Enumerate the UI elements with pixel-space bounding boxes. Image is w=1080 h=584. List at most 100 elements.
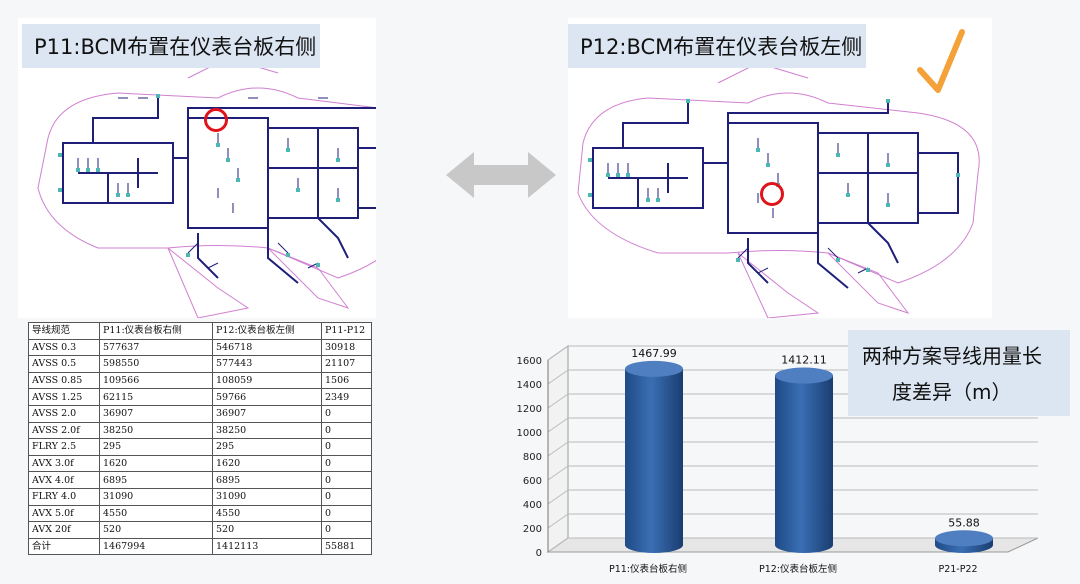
- data-label: 55.88: [948, 516, 980, 529]
- table-header-row: 导线规范 P11:仪表台板右侧 P12:仪表台板左侧 P11-P12: [28, 322, 372, 340]
- table-cell: 62115: [99, 388, 213, 406]
- table-cell: 109566: [99, 371, 213, 390]
- table-cell: 30918: [321, 338, 372, 357]
- table-cell: AVX 5.0f: [28, 504, 100, 523]
- table-cell: 59766: [212, 388, 322, 406]
- x-tick-label: P11:仪表台板右侧: [609, 563, 687, 575]
- gridline-side: [547, 537, 569, 553]
- data-label: 1467.99: [631, 347, 677, 360]
- right-wiring-diagram: [577, 62, 980, 319]
- table-cell: 598550: [99, 355, 213, 373]
- header-cell: 导线规范: [28, 322, 100, 340]
- x-tick-label: P12:仪表台板左侧: [759, 563, 837, 575]
- table-cell: AVSS 0.3: [28, 338, 100, 357]
- table-cell: 295: [99, 438, 213, 456]
- gridline-side: [547, 345, 569, 361]
- left-diagram-frame: [18, 18, 424, 319]
- header-cell: P11:仪表台板右侧: [99, 322, 213, 340]
- y-tick-label: 0: [536, 548, 542, 559]
- table-cell: 0: [321, 404, 372, 423]
- table-cell: 0: [321, 454, 372, 473]
- table-cell: AVSS 0.5: [28, 355, 100, 373]
- y-tick-label: 1000: [517, 428, 542, 439]
- wire-length-chart: 020040060080010001200140016001467.99P11:…: [517, 345, 1039, 575]
- table-cell: AVX 4.0f: [28, 471, 100, 489]
- table-cell: 4550: [212, 504, 322, 523]
- y-tick-label: 200: [523, 524, 542, 535]
- table-cell: 1412113: [212, 537, 322, 556]
- header-cell: P11-P12: [321, 322, 372, 340]
- table-cell: 577443: [212, 355, 322, 373]
- wire-spec-table: 导线规范 P11:仪表台板右侧 P12:仪表台板左侧 P11-P12 AVSS …: [28, 322, 372, 556]
- table-cell: 1506: [321, 371, 372, 390]
- table-cell: AVSS 1.25: [28, 388, 100, 406]
- table-cell: 0: [321, 521, 372, 539]
- table-cell: 1620: [212, 454, 322, 473]
- y-tick-label: 1200: [517, 404, 542, 415]
- table-cell: 1467994: [99, 537, 213, 556]
- table-cell: 520: [212, 521, 322, 539]
- table-cell: 108059: [212, 371, 322, 390]
- table-cell: AVSS 2.0f: [28, 421, 100, 440]
- header-cell: P12:仪表台板左侧: [212, 322, 322, 340]
- table-cell: 2349: [321, 388, 372, 406]
- table-cell: 6895: [212, 471, 322, 489]
- table-cell: 0: [321, 471, 372, 489]
- table-cell: 520: [99, 521, 213, 539]
- table-cell: 31090: [99, 487, 213, 506]
- table-cell: 0: [321, 421, 372, 440]
- y-tick-label: 1600: [517, 356, 542, 367]
- bcm-location-marker: [204, 108, 228, 132]
- table-cell: 55881: [321, 537, 372, 556]
- gridline-side: [547, 393, 569, 409]
- gridline-side: [547, 513, 569, 529]
- chart-caption-line1: 两种方案导线用量长: [862, 344, 1042, 368]
- table-cell: 0: [321, 487, 372, 506]
- table-cell: 4550: [99, 504, 213, 523]
- data-label: 1412.11: [781, 354, 827, 367]
- table-cell: 295: [212, 438, 322, 456]
- left-panel-title: P11:BCM布置在仪表台板右侧: [22, 24, 320, 68]
- check-mark-icon: [917, 29, 965, 93]
- table-cell: 38250: [99, 421, 213, 440]
- gridline-side: [547, 369, 569, 385]
- gridline-side: [547, 441, 569, 457]
- right-panel-title: P12:BCM布置在仪表台板左侧: [568, 24, 866, 68]
- gridline-side: [547, 417, 569, 433]
- bcm-location-marker-right: [760, 182, 784, 206]
- y-tick-label: 400: [523, 500, 542, 511]
- x-tick-label: P21-P22: [938, 564, 977, 575]
- table-cell: 577637: [99, 338, 213, 357]
- table-cell: AVX 20f: [28, 521, 100, 539]
- table-cell: 36907: [99, 404, 213, 423]
- table-cell: AVX 3.0f: [28, 454, 100, 473]
- table-cell: FLRY 2.5: [28, 438, 100, 456]
- double-arrow-icon: [446, 152, 556, 198]
- chart-caption: 两种方案导线用量长 度差异（m）: [848, 330, 1070, 416]
- table-cell: AVSS 0.85: [28, 371, 100, 390]
- table-cell: 21107: [321, 355, 372, 373]
- gridline-side: [547, 465, 569, 481]
- chart-bar: [625, 360, 683, 553]
- chart-bar: [935, 530, 993, 553]
- y-tick-label: 1400: [517, 380, 542, 391]
- table-cell: 546718: [212, 338, 322, 357]
- table-cell: 6895: [99, 471, 213, 489]
- y-tick-label: 600: [523, 476, 542, 487]
- table-cell: 1620: [99, 454, 213, 473]
- gridline-side: [547, 489, 569, 505]
- table-cell: 38250: [212, 421, 322, 440]
